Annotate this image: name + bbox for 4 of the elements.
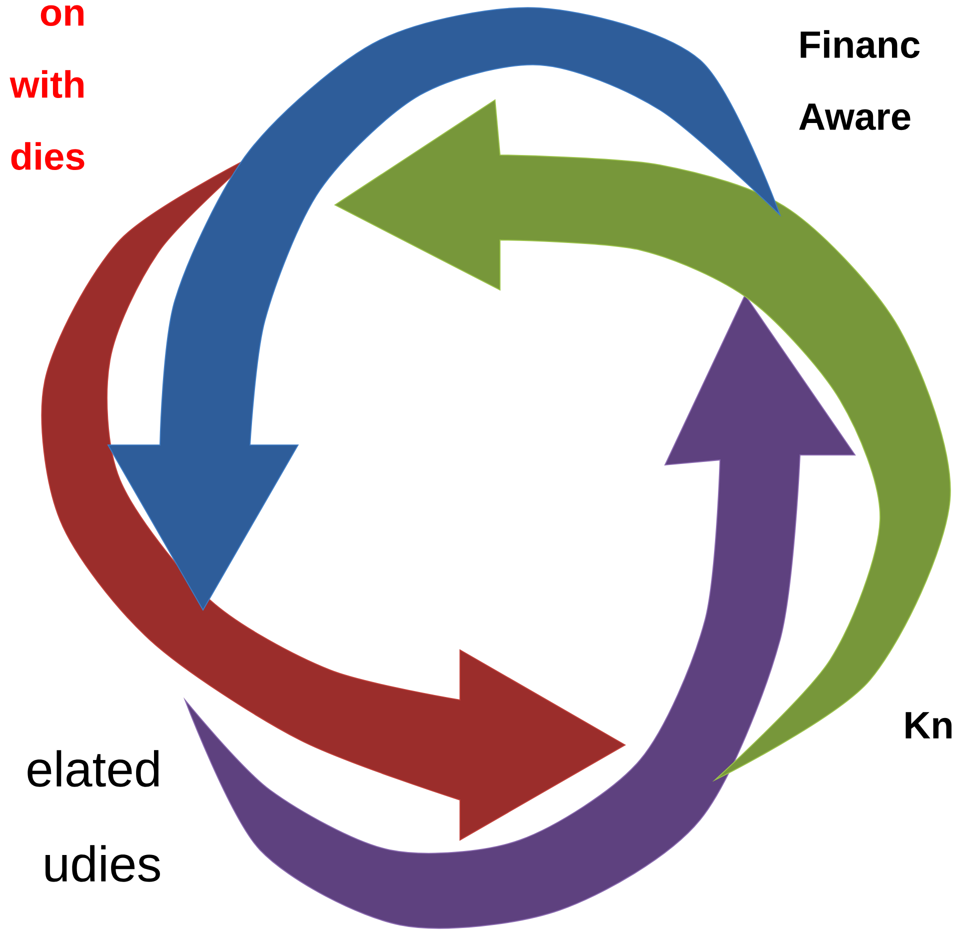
text-label: Kn bbox=[906, 712, 952, 738]
text-label: elated udies bbox=[28, 750, 160, 882]
text-label: Financ Aware bbox=[799, 30, 920, 130]
text-label: on with dies bbox=[10, 5, 84, 170]
